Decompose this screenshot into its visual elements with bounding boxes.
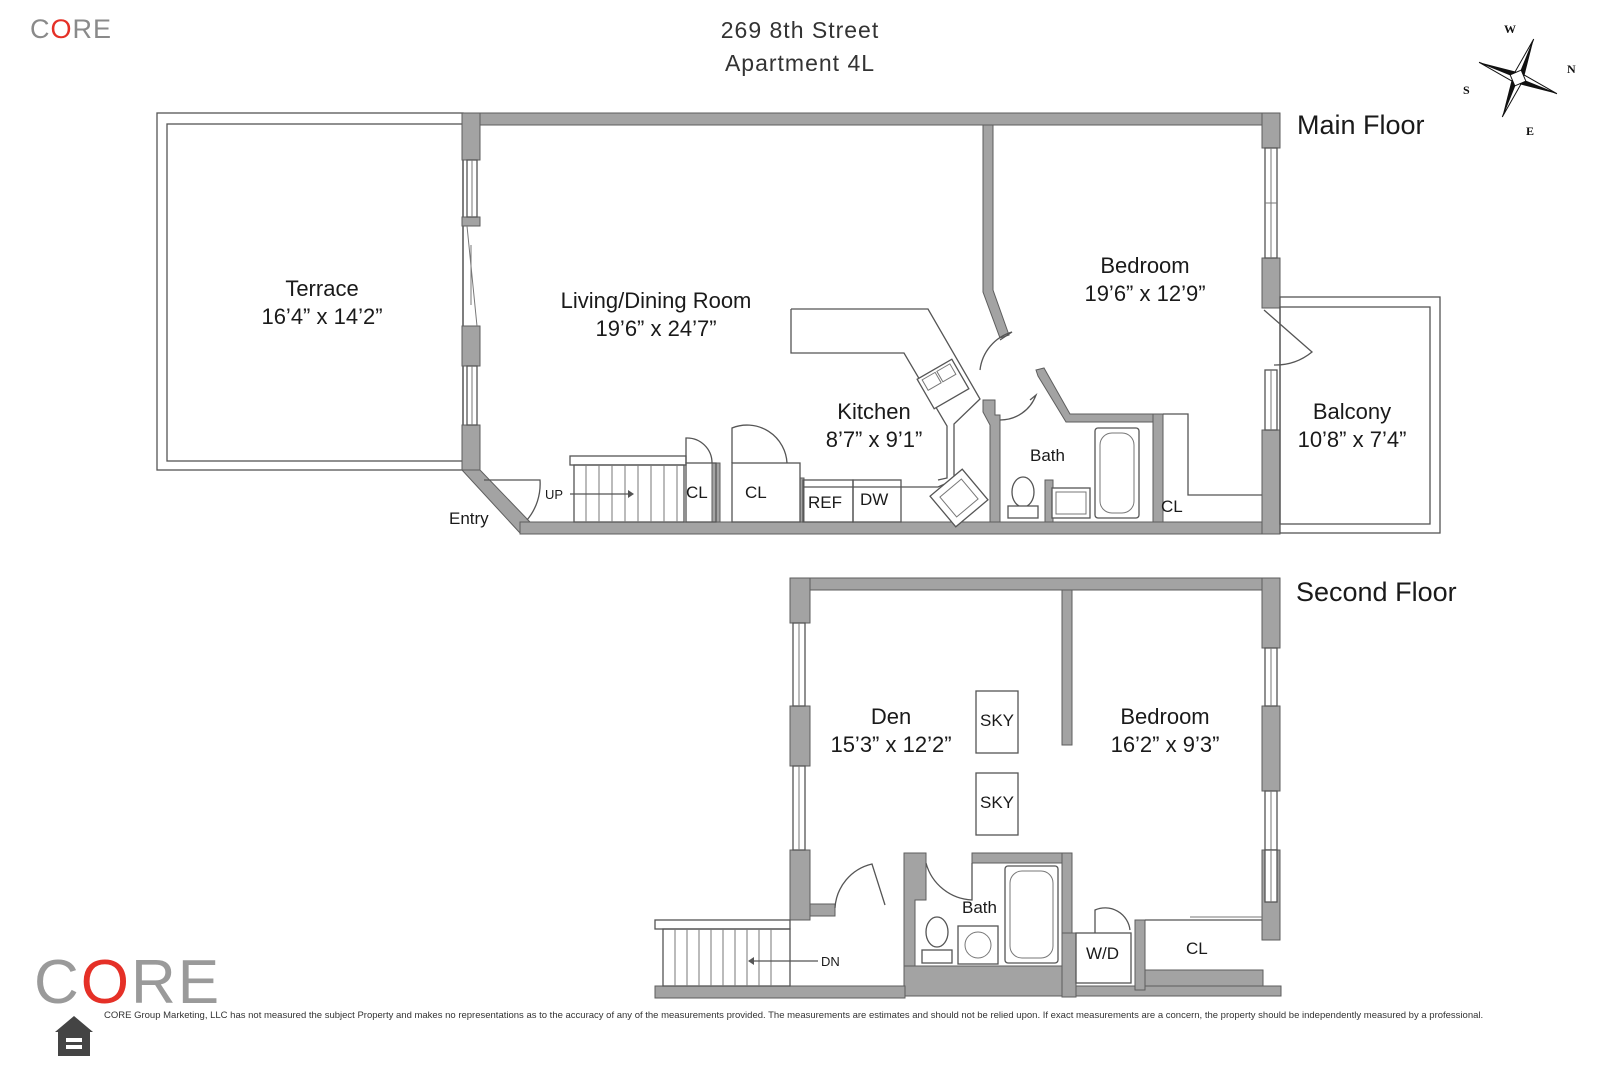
second-bath-label: Bath	[962, 898, 997, 917]
compass-s: S	[1463, 83, 1470, 97]
main-floor-windows	[466, 147, 1278, 431]
equal-housing-icon	[55, 1016, 93, 1056]
compass-n: N	[1567, 62, 1576, 76]
main-bath-label: Bath	[1030, 446, 1065, 465]
entry-label: Entry	[449, 509, 489, 528]
compass-w: W	[1504, 22, 1516, 36]
dw-label: DW	[860, 490, 889, 509]
second-floor-heading: Second Floor	[1296, 577, 1457, 607]
second-floor-windows	[792, 622, 1278, 903]
main-floor-fixtures	[484, 308, 1262, 528]
compass-rose	[1478, 38, 1558, 118]
skylight-label-1: SKY	[980, 711, 1015, 730]
closet-label-1: CL	[686, 483, 708, 502]
core-logo-small: CORE	[30, 14, 113, 44]
second-floor-fixtures	[654, 690, 1262, 987]
address-line-1: 269 8th Street	[720, 17, 880, 43]
washer-dryer-label: W/D	[1086, 944, 1120, 963]
core-logo-large: CORE	[34, 948, 222, 1017]
stairs-up-label: UP	[545, 487, 564, 502]
disclaimer-text: CORE Group Marketing, LLC has not measur…	[104, 1010, 1484, 1021]
compass-e: E	[1526, 124, 1535, 138]
ref-label: REF	[808, 493, 842, 512]
address-line-2: Apartment 4L	[724, 50, 876, 76]
balcony-outline	[1263, 296, 1441, 534]
terrace-outline	[156, 112, 464, 471]
skylight-label-2: SKY	[980, 793, 1015, 812]
stairs-down-label: DN	[821, 954, 840, 969]
closet-label-3: CL	[1161, 497, 1183, 516]
second-closet-label: CL	[1186, 939, 1208, 958]
main-floor-heading: Main Floor	[1297, 110, 1425, 140]
closet-label-2: CL	[745, 483, 767, 502]
